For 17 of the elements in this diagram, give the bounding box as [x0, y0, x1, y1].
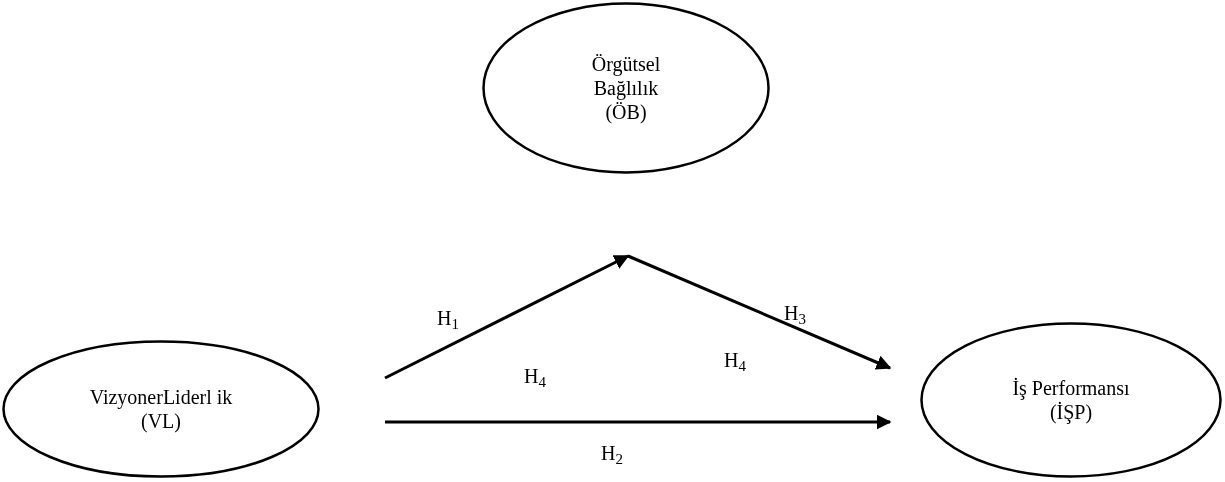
hypothesis-label: H$_{4}$ [724, 348, 746, 372]
hypothesis-label: H$_{4}$ [524, 364, 546, 388]
arrow [384, 254, 630, 380]
node-label: (İŞP) [1048, 400, 1094, 424]
node-label: Örgütsel Bağlılık [590, 52, 662, 100]
edge-label: H$_{1}$ [437, 306, 459, 330]
node-label: (VL) [140, 409, 182, 433]
arrow [385, 414, 892, 430]
arrow [627, 254, 892, 370]
node-label: İş Performansı [1011, 376, 1131, 400]
edge-label: H$_{3}$ [784, 301, 806, 325]
node-label: (ÖB) [604, 100, 648, 124]
ellipse-node [2, 340, 320, 478]
ellipse-node [482, 2, 770, 174]
node-label: VizyonerLiderl ik [88, 385, 234, 409]
edge-label: H$_{2}$ [601, 441, 623, 465]
ellipse-node [920, 322, 1222, 478]
